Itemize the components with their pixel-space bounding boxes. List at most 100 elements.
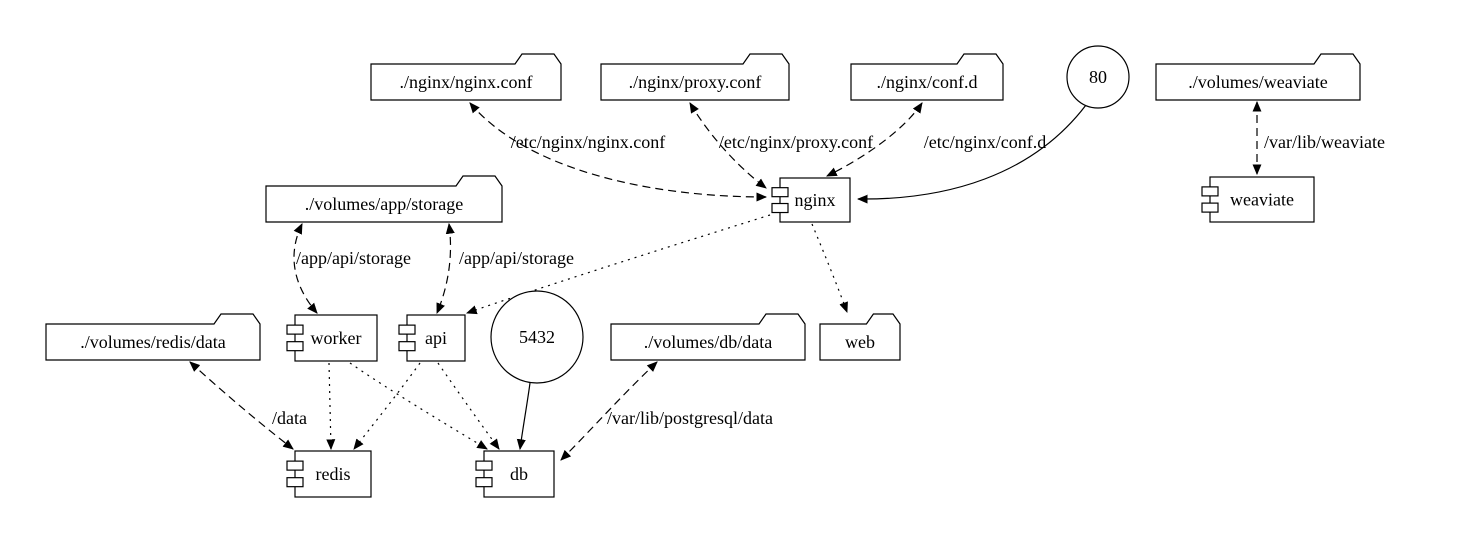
node-label-folder-web: web bbox=[845, 332, 875, 352]
node-service-nginx: nginx bbox=[771, 177, 851, 223]
edge-redis-data-mount: /data bbox=[189, 361, 307, 450]
component-tab-icon bbox=[286, 341, 304, 352]
node-port-5432: 5432 bbox=[490, 290, 584, 384]
folder-shape bbox=[600, 53, 790, 101]
component-tab-icon bbox=[771, 187, 789, 198]
edge-line-nginx-conf-mount bbox=[469, 102, 768, 202]
edge-line-db-data-mount bbox=[560, 361, 658, 461]
edge-confd-mount: /etc/nginx/conf.d bbox=[826, 102, 1046, 177]
edge-line-app-storage-api-mount bbox=[436, 222, 455, 314]
node-label-service-worker: worker bbox=[311, 328, 362, 348]
node-volume-nginx-proxy-conf: ./nginx/proxy.conf bbox=[600, 53, 790, 101]
component-tab-icon bbox=[286, 477, 304, 488]
node-service-weaviate: weaviate bbox=[1201, 176, 1315, 223]
node-label-volume-nginx-confd: ./nginx/conf.d bbox=[877, 72, 978, 92]
node-label-service-nginx: nginx bbox=[794, 190, 835, 210]
component-body-shape bbox=[1209, 176, 1315, 223]
component-tab-icon bbox=[771, 202, 789, 214]
node-label-service-db: db bbox=[510, 464, 528, 484]
folder-shape bbox=[1155, 53, 1361, 101]
edge-nginx-depends-web bbox=[811, 223, 848, 314]
edge-line-port-5432-link bbox=[516, 382, 531, 451]
node-service-redis: redis bbox=[286, 450, 372, 498]
node-label-service-redis: redis bbox=[316, 464, 351, 484]
node-service-worker: worker bbox=[286, 314, 378, 362]
node-volume-nginx-nginx-conf: ./nginx/nginx.conf bbox=[370, 53, 562, 101]
edge-line-worker-depends-db bbox=[349, 362, 488, 450]
component-tab-icon bbox=[286, 460, 304, 471]
edge-app-storage-worker-mount: /app/api/storage bbox=[293, 223, 411, 314]
edge-line-api-depends-redis bbox=[353, 362, 421, 450]
folder-shape bbox=[819, 313, 901, 361]
edge-label-weaviate-mount: /var/lib/weaviate bbox=[1264, 132, 1385, 152]
edge-label-proxy-conf-mount: /etc/nginx/proxy.conf bbox=[719, 132, 873, 152]
folder-shape bbox=[850, 53, 1004, 101]
component-body-shape bbox=[406, 314, 466, 362]
edge-line-api-depends-db bbox=[437, 362, 500, 450]
edge-line-app-storage-worker-mount bbox=[293, 223, 318, 314]
component-body-shape bbox=[294, 314, 378, 362]
edge-api-depends-redis bbox=[353, 362, 421, 450]
component-tab-icon bbox=[286, 324, 304, 335]
component-tab-icon bbox=[1201, 186, 1219, 197]
node-port-80: 80 bbox=[1066, 45, 1130, 109]
edge-label-nginx-conf-mount: /etc/nginx/nginx.conf bbox=[511, 132, 665, 152]
component-body-shape bbox=[779, 177, 851, 223]
node-label-port-5432: 5432 bbox=[519, 327, 555, 347]
edge-label-db-data-mount: /var/lib/postgresql/data bbox=[607, 408, 773, 428]
node-label-volume-nginx-nginx-conf: ./nginx/nginx.conf bbox=[400, 72, 533, 92]
node-label-volume-nginx-proxy-conf: ./nginx/proxy.conf bbox=[629, 72, 762, 92]
component-tab-icon bbox=[1201, 202, 1219, 213]
edge-label-redis-data-mount: /data bbox=[272, 408, 307, 428]
node-volume-app-storage: ./volumes/app/storage bbox=[265, 175, 503, 223]
edge-label-app-storage-worker-mount: /app/api/storage bbox=[296, 248, 411, 268]
node-volume-weaviate: ./volumes/weaviate bbox=[1155, 53, 1361, 101]
edge-api-depends-db bbox=[437, 362, 500, 450]
folder-shape bbox=[370, 53, 562, 101]
component-tab-icon bbox=[475, 460, 493, 471]
edges-layer: /etc/nginx/nginx.conf/etc/nginx/proxy.co… bbox=[189, 100, 1385, 461]
edge-line-confd-mount bbox=[826, 102, 923, 177]
component-tab-icon bbox=[398, 341, 416, 352]
edge-label-app-storage-api-mount: /app/api/storage bbox=[459, 248, 574, 268]
edge-line-redis-data-mount bbox=[189, 361, 294, 450]
node-label-service-api: api bbox=[425, 328, 447, 348]
folder-shape bbox=[265, 175, 503, 223]
node-volume-nginx-confd: ./nginx/conf.d bbox=[850, 53, 1004, 101]
component-body-shape bbox=[294, 450, 372, 498]
node-service-api: api bbox=[398, 314, 466, 362]
edge-line-nginx-depends-web bbox=[811, 223, 848, 314]
node-label-service-weaviate: weaviate bbox=[1230, 190, 1294, 210]
nodes-layer: ./nginx/nginx.conf ./nginx/proxy.conf ./ng… bbox=[45, 45, 1361, 498]
port-circle-shape bbox=[490, 290, 584, 384]
edge-worker-depends-redis bbox=[326, 362, 336, 451]
edge-nginx-conf-mount: /etc/nginx/nginx.conf bbox=[469, 102, 768, 202]
node-label-volume-weaviate: ./volumes/weaviate bbox=[1188, 72, 1327, 92]
node-volume-db-data: ./volumes/db/data bbox=[610, 313, 806, 361]
edge-worker-depends-db bbox=[349, 362, 488, 450]
node-service-db: db bbox=[475, 450, 555, 498]
component-tab-icon bbox=[398, 324, 416, 335]
edge-line-proxy-conf-mount bbox=[689, 102, 767, 189]
component-tab-icon bbox=[475, 477, 493, 488]
edge-weaviate-mount: /var/lib/weaviate bbox=[1252, 100, 1385, 176]
folder-shape bbox=[45, 313, 261, 361]
port-circle-shape bbox=[1066, 45, 1130, 109]
edge-port-80-link bbox=[856, 104, 1087, 204]
component-body-shape bbox=[483, 450, 555, 498]
folder-shape bbox=[610, 313, 806, 361]
node-label-port-80: 80 bbox=[1089, 67, 1107, 87]
edge-db-data-mount: /var/lib/postgresql/data bbox=[560, 361, 773, 461]
node-label-volume-app-storage: ./volumes/app/storage bbox=[305, 194, 463, 214]
edge-line-port-80-link bbox=[856, 104, 1087, 204]
edge-app-storage-api-mount: /app/api/storage bbox=[436, 222, 574, 314]
node-label-volume-redis-data: ./volumes/redis/data bbox=[80, 332, 225, 352]
node-volume-redis-data: ./volumes/redis/data bbox=[45, 313, 261, 361]
node-label-volume-db-data: ./volumes/db/data bbox=[644, 332, 772, 352]
edge-proxy-conf-mount: /etc/nginx/proxy.conf bbox=[689, 102, 873, 189]
edge-port-5432-link bbox=[516, 382, 531, 451]
edge-line-worker-depends-redis bbox=[326, 362, 336, 451]
node-folder-web: web bbox=[819, 313, 901, 361]
